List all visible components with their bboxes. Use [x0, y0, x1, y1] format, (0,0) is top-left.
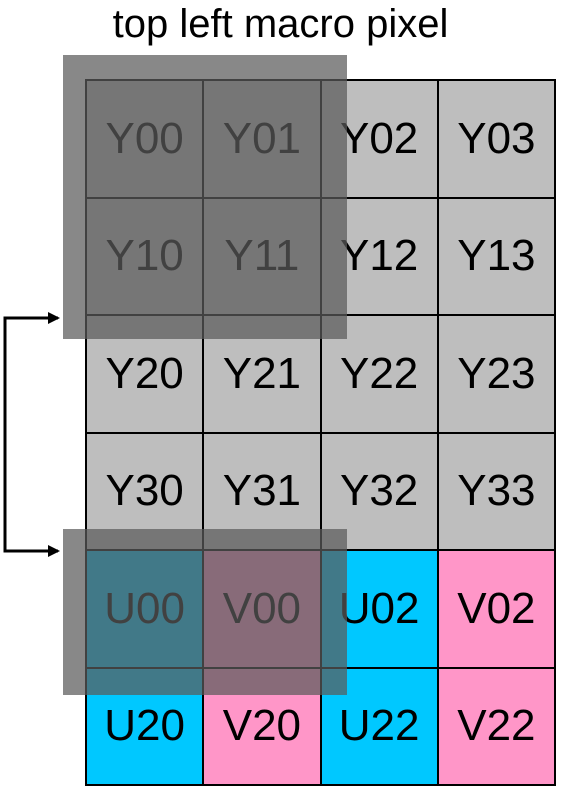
- cell-y32: Y32: [320, 432, 438, 550]
- cell-y03: Y03: [437, 80, 555, 198]
- cell-y33: Y33: [437, 432, 555, 550]
- cell-u02: U02: [320, 550, 438, 668]
- cell-v22: V22: [437, 667, 555, 785]
- cell-y23: Y23: [437, 315, 555, 433]
- cell-y13: Y13: [437, 197, 555, 315]
- arrow-path: [3, 316, 60, 557]
- cell-v02: V02: [437, 550, 555, 668]
- diagram-title: top left macro pixel: [112, 2, 449, 46]
